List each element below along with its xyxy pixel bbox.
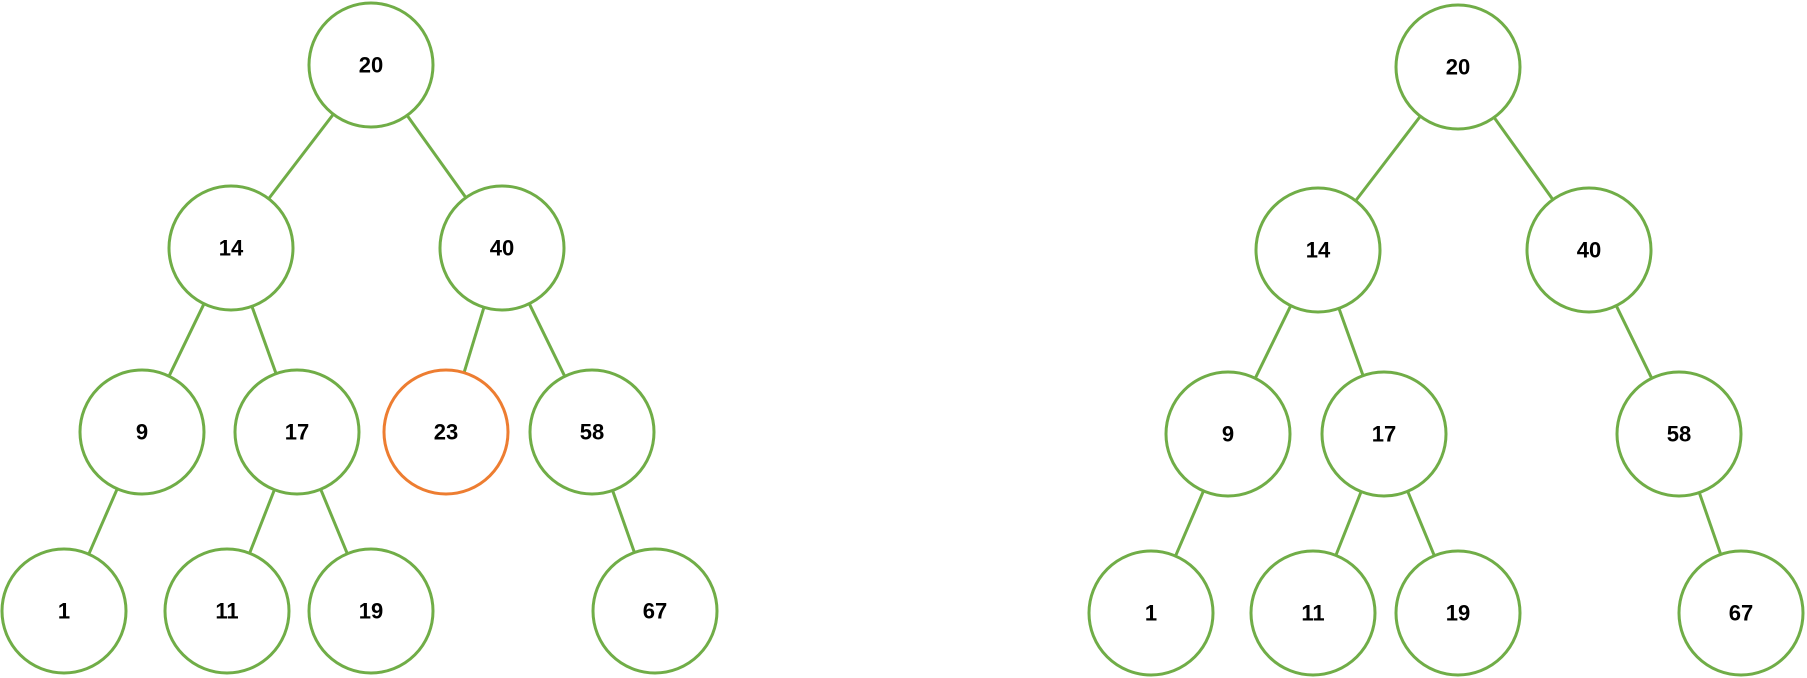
edge-9-1 (87, 488, 119, 555)
edge-40-58 (527, 303, 567, 377)
edge-20-14 (1354, 115, 1422, 202)
node-label: 20 (359, 53, 383, 78)
edge-17-11 (1334, 491, 1363, 556)
node-label: 17 (1372, 422, 1396, 447)
node-label: 40 (1577, 238, 1601, 263)
node-label: 9 (1222, 422, 1234, 447)
node-circle (163, 547, 291, 675)
edge-9-1 (1174, 490, 1205, 557)
node-label: 1 (1145, 601, 1157, 626)
node-circle (1164, 370, 1292, 498)
edge-58-67 (611, 489, 636, 554)
node-label: 67 (1729, 601, 1753, 626)
tree-node: 67 (591, 547, 719, 675)
node-circle (1254, 186, 1382, 314)
tree-node: 14 (1254, 186, 1382, 314)
node-circle (167, 184, 295, 312)
tree-node: 40 (1525, 186, 1653, 314)
edge-17-19 (319, 488, 349, 555)
node-label: 40 (490, 236, 514, 261)
edge-14-17 (1337, 307, 1365, 377)
edge-20-40 (1492, 116, 1555, 201)
tree-node: 20 (307, 1, 435, 129)
node-circle (78, 368, 206, 496)
tree-node: 67 (1677, 549, 1805, 677)
node-circle (382, 368, 510, 496)
node-circle (1394, 549, 1522, 677)
node-label: 67 (643, 599, 667, 624)
node-label: 20 (1446, 55, 1470, 80)
node-label: 1 (58, 599, 70, 624)
node-circle (1677, 549, 1805, 677)
node-label: 58 (580, 420, 604, 445)
tree-node: 20 (1394, 3, 1522, 131)
node-circle (438, 184, 566, 312)
node-circle (1525, 186, 1653, 314)
tree-node: 9 (1164, 370, 1292, 498)
node-label: 14 (219, 236, 244, 261)
node-label: 23 (434, 420, 458, 445)
edge-20-14 (267, 113, 335, 200)
tree-node: 17 (233, 368, 361, 496)
edge-58-67 (1697, 492, 1723, 555)
edge-14-9 (1253, 305, 1293, 379)
edge-20-40 (405, 114, 468, 199)
node-circle (307, 1, 435, 129)
node-label: 17 (285, 420, 309, 445)
node-circle (591, 547, 719, 675)
node-circle (1320, 370, 1448, 498)
edge-14-9 (167, 303, 206, 377)
tree-node: 19 (1394, 549, 1522, 677)
node-circle (1394, 3, 1522, 131)
node-circle (1249, 549, 1377, 677)
tree-node: 11 (163, 547, 291, 675)
edge-40-23 (462, 306, 486, 374)
tree-node: 14 (167, 184, 295, 312)
edge-14-17 (250, 305, 278, 375)
node-circle (233, 368, 361, 496)
node-label: 58 (1667, 422, 1691, 447)
tree-node: 17 (1320, 370, 1448, 498)
node-label: 14 (1306, 238, 1331, 263)
node-label: 11 (1301, 601, 1324, 626)
tree-node: 40 (438, 184, 566, 312)
node-circle (0, 547, 128, 675)
tree-node: 11 (1249, 549, 1377, 677)
node-label: 19 (1446, 601, 1470, 626)
node-label: 11 (215, 599, 238, 624)
node-label: 9 (136, 420, 148, 445)
node-circle (1615, 370, 1743, 498)
tree-node: 19 (307, 547, 435, 675)
edge-40-58 (1614, 305, 1654, 379)
tree-node: 58 (528, 368, 656, 496)
tree-node: 1 (0, 547, 128, 675)
edge-17-19 (1406, 490, 1436, 557)
node-label: 19 (359, 599, 383, 624)
node-circle (1087, 549, 1215, 677)
node-circle (528, 368, 656, 496)
tree-node: 1 (1087, 549, 1215, 677)
edge-17-11 (248, 489, 276, 554)
node-circle (307, 547, 435, 675)
tree-node-highlighted: 23 (382, 368, 510, 496)
tree-node: 9 (78, 368, 206, 496)
tree-node: 58 (1615, 370, 1743, 498)
